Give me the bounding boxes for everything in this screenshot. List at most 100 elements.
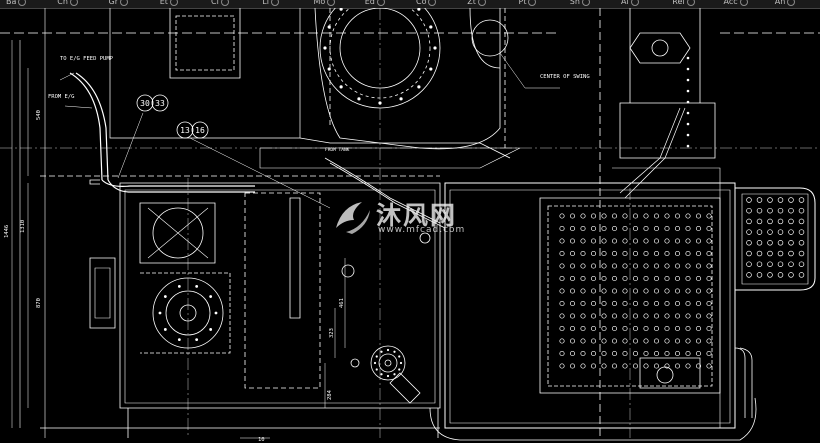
strainer-hole (706, 225, 712, 232)
strainer-hole (611, 225, 618, 232)
toolbar-menu-item[interactable]: Ed (365, 0, 385, 7)
strainer-hole (569, 350, 576, 357)
toolbar-menu-item[interactable]: Cl (211, 0, 229, 7)
strainer-hole (590, 313, 597, 319)
panel-hole (777, 261, 784, 267)
strainer-hole (706, 338, 712, 344)
strainer-hole (685, 250, 691, 257)
menu-dropdown-icon (376, 0, 385, 6)
strainer-hole (622, 225, 628, 232)
panel-hole (798, 272, 805, 278)
valve-bolt (393, 350, 396, 353)
strainer-hole (695, 350, 702, 357)
column-bolt (686, 56, 690, 60)
strainer-hole (559, 213, 565, 219)
strainer-hole (674, 288, 681, 294)
toolbar-menu-item[interactable]: Acc (724, 0, 748, 7)
strainer-hole (611, 263, 618, 269)
strainer-hole (664, 313, 670, 319)
callout-balloon-30-33[interactable]: 30 33 (136, 94, 169, 112)
strainer-hole (569, 213, 576, 219)
strainer-hole (580, 363, 586, 369)
menu-dropdown-icon (428, 0, 437, 6)
strainer-hole (695, 275, 702, 282)
strainer-hole (632, 275, 639, 282)
toolbar-menu-item[interactable]: Cn (57, 0, 78, 7)
strainer-hole (664, 325, 670, 332)
panel-hole (756, 240, 763, 246)
strainer-hole (632, 350, 639, 357)
strainer-hole (569, 338, 576, 344)
strainer-hole (674, 338, 681, 344)
valve-bolt (398, 355, 401, 358)
flange-bolt (357, 97, 361, 101)
strainer-hole (611, 363, 618, 369)
strainer-hole (569, 288, 576, 294)
strainer-hole (611, 300, 618, 307)
toolbar-menu-item[interactable]: Mo (314, 0, 336, 7)
dimension-lines (11, 40, 346, 439)
strainer-hole (695, 238, 702, 244)
valve-bolt (375, 355, 378, 358)
strainer-hole (706, 363, 712, 369)
strainer-hole (590, 350, 597, 357)
strainer-hole (695, 325, 702, 332)
toolbar-menu-item[interactable]: Pt (519, 0, 537, 7)
panel-hole (788, 240, 794, 246)
toolbar-menu-item[interactable]: Ba (6, 0, 27, 7)
toolbar-menu-item[interactable]: Co (416, 0, 437, 7)
flange-bolt (399, 97, 403, 101)
menu-dropdown-icon (787, 0, 796, 6)
strainer-hole (580, 325, 586, 332)
right-column (0, 8, 820, 438)
strainer-hole (601, 313, 607, 319)
toolbar-menu-item[interactable]: Al (621, 0, 639, 7)
toolbar-menu-item[interactable]: An (775, 0, 796, 7)
strainer-hole (695, 250, 702, 257)
strainer-hole (632, 250, 639, 257)
pump-bolt (163, 328, 167, 331)
cad-drawing-canvas[interactable]: 30 33 13 16 TO E/G FEED PUMP FROM E/G FR… (0, 8, 820, 443)
pump-bolt (195, 338, 199, 342)
strainer-hole (643, 338, 649, 344)
toolbar-menu-item[interactable]: Sh (570, 0, 590, 7)
strainer-hole (643, 238, 649, 244)
toolbar-menu-item[interactable]: Et (160, 0, 178, 7)
valve-bolt (380, 373, 383, 376)
toolbar-menu-item[interactable]: Li (262, 0, 279, 7)
strainer-hole (685, 350, 691, 357)
toolbar-menu-item[interactable]: Rel (672, 0, 695, 7)
pump-bolt-circle (158, 56, 690, 378)
strainer-hole (664, 288, 670, 294)
strainer-hole (590, 300, 597, 307)
strainer-hole (674, 300, 681, 307)
toolbar-menu-label: Ba (6, 0, 17, 6)
strainer-hole (685, 338, 691, 344)
toolbar-menu-label: Et (159, 0, 168, 6)
toolbar-menu-item[interactable]: Zt (467, 0, 486, 7)
strainer-hole (580, 250, 586, 257)
strainer-hole (559, 350, 565, 357)
callout-balloon-13-16[interactable]: 13 16 (176, 121, 209, 139)
panel-hole (798, 197, 805, 203)
strainer-hole (611, 238, 618, 244)
flange-bolt (417, 8, 421, 11)
panel-hole (756, 218, 763, 225)
toolbar-menu-item[interactable]: Gr (109, 0, 128, 7)
valve-bolt (386, 374, 390, 378)
panel-hole (767, 272, 773, 278)
flange-bolt (339, 8, 343, 11)
strainer-hole (580, 313, 586, 319)
strainer-hole (632, 263, 639, 269)
strainer-hole (601, 288, 607, 294)
strainer-hole (590, 238, 597, 244)
feed-pump-label: TO E/G FEED PUMP (60, 56, 114, 62)
column-bolt (686, 144, 690, 148)
strainer-hole (590, 225, 597, 232)
strainer-hole (706, 250, 712, 257)
strainer-hole (632, 363, 639, 369)
strainer-hole (685, 213, 691, 219)
strainer-hole (695, 313, 702, 319)
strainer-hole (601, 263, 607, 269)
strainer-hole (611, 288, 618, 294)
